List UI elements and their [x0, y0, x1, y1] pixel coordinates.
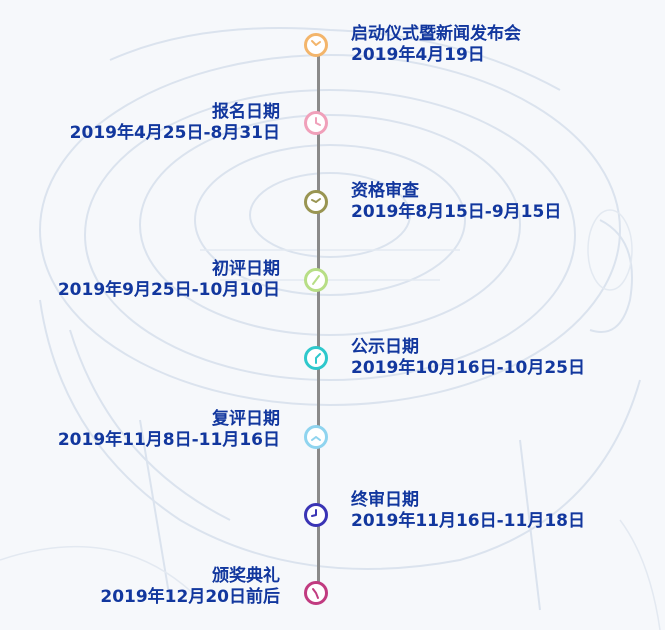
event-date: 2019年11月8日-11月16日	[57, 430, 280, 450]
event-title: 报名日期	[212, 102, 280, 122]
timeline-event-second-review: 复评日期 2019年11月8日-11月16日	[58, 409, 280, 451]
event-title: 初评日期	[212, 259, 280, 279]
event-date: 2019年10月16日-10月25日	[351, 358, 585, 378]
clock-icon	[304, 581, 328, 605]
clock-icon	[304, 268, 328, 292]
timeline-event-qualification: 资格审查 2019年8月15日-9月15日	[351, 181, 561, 223]
clock-icon	[304, 33, 328, 57]
event-date: 2019年4月19日	[351, 45, 485, 65]
timeline-event-final-review: 终审日期 2019年11月16日-11月18日	[351, 490, 585, 532]
timeline-event-preliminary: 初评日期 2019年9月25日-10月10日	[58, 259, 280, 301]
timeline-event-registration: 报名日期 2019年4月25日-8月31日	[70, 102, 280, 144]
event-title: 颁奖典礼	[212, 566, 280, 586]
event-date: 2019年11月16日-11月18日	[351, 511, 585, 531]
timeline-event-launch: 启动仪式暨新闻发布会 2019年4月19日	[351, 24, 521, 66]
timeline-line	[317, 44, 320, 594]
event-title: 复评日期	[212, 409, 280, 429]
event-title: 终审日期	[351, 490, 419, 510]
clock-icon	[304, 190, 328, 214]
clock-icon	[304, 111, 328, 135]
timeline-event-award-ceremony: 颁奖典礼 2019年12月20日前后	[100, 566, 280, 608]
clock-icon	[304, 425, 328, 449]
clock-icon	[304, 346, 328, 370]
event-date: 2019年4月25日-8月31日	[69, 123, 280, 143]
event-title: 资格审查	[351, 181, 419, 201]
event-date: 2019年8月15日-9月15日	[351, 202, 562, 222]
timeline-event-publicity: 公示日期 2019年10月16日-10月25日	[351, 337, 585, 379]
event-title: 公示日期	[351, 337, 419, 357]
event-title: 启动仪式暨新闻发布会	[351, 24, 521, 44]
event-date: 2019年9月25日-10月10日	[57, 280, 280, 300]
clock-icon	[304, 503, 328, 527]
event-date: 2019年12月20日前后	[100, 587, 280, 607]
